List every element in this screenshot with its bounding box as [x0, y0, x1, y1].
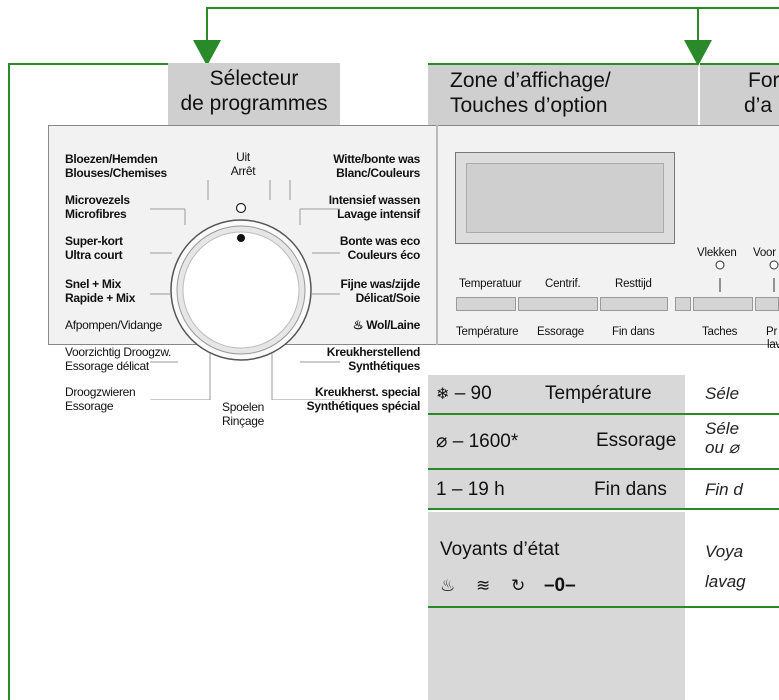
header-display: Zone d’affichage/ Touches d’option — [428, 63, 698, 125]
prewash-key[interactable] — [755, 297, 779, 311]
key-spacer — [675, 297, 691, 311]
key-label-stains-fr: Taches — [702, 326, 738, 338]
key-label-temperature-fr: Température — [456, 326, 519, 338]
key-label-prewash-nl: Voor — [753, 247, 776, 259]
header-function: For d’a — [700, 63, 779, 125]
table-row: ❄ – 90 Température Séle — [428, 375, 779, 415]
header-function-line2: d’a — [744, 94, 773, 117]
table-row: 1 – 19 h Fin dans Fin d — [428, 470, 779, 510]
table-row: ⌀ – 1600* Essorage Séle ou ⌀ — [428, 415, 779, 470]
header-display-line2: Touches d’option — [450, 94, 608, 117]
header-selector-line1: Sélecteur — [209, 67, 299, 90]
connector-left-vertical — [8, 63, 10, 700]
arrow-down-icon — [684, 40, 712, 66]
status-leds — [715, 260, 779, 292]
temperature-key[interactable] — [456, 297, 516, 311]
program-selector-dial[interactable] — [150, 180, 340, 400]
connector-left-horizontal — [8, 63, 168, 65]
connector-mid-drop — [697, 7, 699, 47]
no-spin-icon: ⌀ — [436, 431, 448, 452]
remaining-time-key[interactable] — [600, 297, 668, 311]
panel-divider — [436, 125, 438, 345]
status-row: Voyants d’état ♨ ≋ ↻ –0– Voya lavag — [428, 512, 779, 700]
arrow-down-icon — [193, 40, 221, 66]
header-display-line1: Zone d’affichage/ — [450, 69, 611, 92]
key-label-prewash-fr-2: lava — [767, 339, 779, 351]
spin-key[interactable] — [518, 297, 598, 311]
header-selector-line2: de programmes — [180, 92, 328, 115]
connector-left-drop — [206, 7, 208, 47]
snowflake-icon: ❄ — [436, 386, 450, 403]
key-label-stains-nl: Vlekken — [697, 247, 737, 259]
key-label-remaining-fr: Fin dans — [612, 326, 655, 338]
key-label-temperature-nl: Temperatuur — [459, 278, 522, 290]
connector-top-horizontal — [206, 7, 779, 9]
wool-icon: ♨ — [352, 318, 364, 332]
program-left: Afpompen/Vidange — [65, 318, 163, 332]
program-left: Voorzichtig Droogzw.Essorage délicat — [65, 345, 172, 373]
stains-key[interactable] — [693, 297, 753, 311]
key-label-spin-fr: Essorage — [537, 326, 584, 338]
rinse-icon: ≋ — [475, 576, 491, 595]
wash-tub-icon: ♨ — [440, 576, 456, 595]
spin-icon: ↻ — [510, 576, 526, 595]
key-label-remaining-nl: Resttijd — [615, 278, 652, 290]
header-selector: Sélecteur de programmes — [168, 63, 340, 125]
no-spin-icon: ⌀ — [728, 438, 739, 457]
key-label-spin-nl: Centrif. — [545, 278, 581, 290]
key-label-prewash-fr: Pr — [766, 326, 778, 338]
header-function-line1: For — [748, 69, 779, 92]
program-right: ♨ Wol/Laine — [352, 318, 421, 332]
display-screen — [455, 152, 675, 244]
